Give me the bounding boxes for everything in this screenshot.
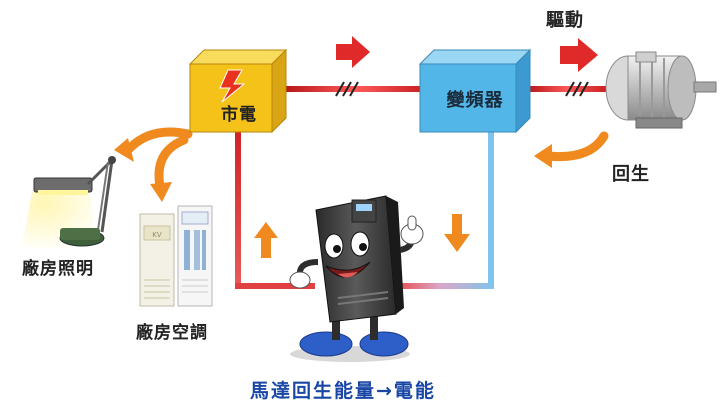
lightning-icon bbox=[219, 69, 246, 103]
drive-label: 驅動 bbox=[546, 10, 584, 31]
inverter-label: 變頻器 bbox=[446, 90, 504, 111]
orange-curve-arrow-to-lamp bbox=[114, 127, 193, 162]
factory-ac-label: 廠房空調 bbox=[136, 323, 208, 343]
orange-up-arrow bbox=[254, 222, 278, 258]
desk-lamp-icon bbox=[22, 156, 116, 248]
orange-down-arrow bbox=[444, 214, 470, 252]
red-arrow-mains-to-inverter bbox=[336, 36, 370, 68]
wire-mains-to-inverter bbox=[286, 81, 426, 97]
inverter-mascot-icon bbox=[289, 195, 424, 362]
caption: 馬達回生能量→電能 bbox=[250, 380, 436, 402]
mains-label: 市電 bbox=[221, 105, 257, 125]
red-arrow-drive bbox=[560, 38, 598, 72]
air-conditioner-icon: KV bbox=[139, 205, 213, 307]
motor-icon bbox=[605, 51, 717, 129]
wire-mains-down bbox=[235, 132, 315, 289]
regen-label: 回生 bbox=[612, 164, 650, 185]
orange-curve-arrow-regen bbox=[534, 131, 609, 168]
wire-inverter-down bbox=[396, 132, 494, 289]
orange-curve-arrow-to-ac bbox=[150, 135, 189, 202]
mains-box bbox=[188, 48, 288, 134]
inverter-box bbox=[418, 48, 532, 134]
factory-lighting-label: 廠房照明 bbox=[22, 259, 94, 279]
svg-text:KV: KV bbox=[152, 231, 162, 239]
wire-inverter-to-motor bbox=[528, 81, 608, 97]
